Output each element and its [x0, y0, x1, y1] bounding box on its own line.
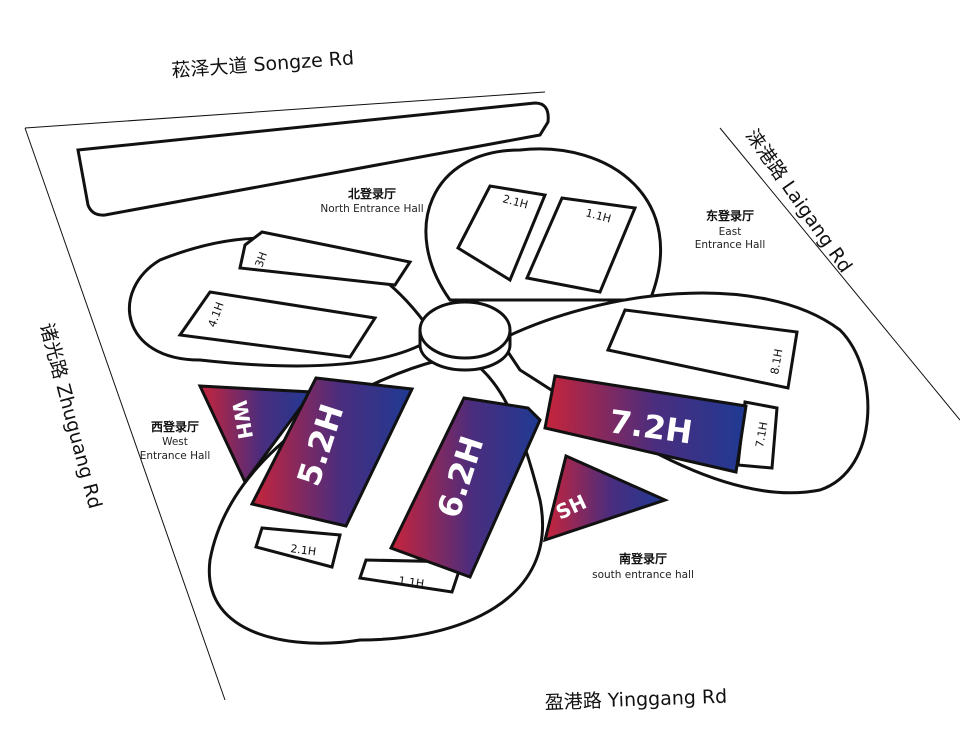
- road-north: 菘泽大道 Songze Rd: [171, 47, 355, 82]
- hall-6-2h: [388, 396, 542, 579]
- west-entrance-en1: West: [162, 436, 188, 448]
- road-west: 诸光路 Zhuguang Rd: [35, 321, 106, 511]
- hall-5-2h: [249, 376, 415, 528]
- east-entrance-zh: 东登录厅: [706, 208, 754, 223]
- south-entrance-zh: 南登录厅: [619, 551, 667, 566]
- hall-sh: [542, 453, 670, 543]
- hall-1-1h-top: [524, 196, 638, 294]
- road-south: 盈港路 Yinggang Rd: [544, 686, 727, 714]
- hall-7-2h: [543, 374, 748, 474]
- label-1-1h-top: 1.1H: [584, 206, 612, 225]
- north-entrance-en: North Entrance Hall: [320, 203, 423, 215]
- parking-strip: [76, 101, 550, 217]
- west-entrance-zh: 西登录厅: [151, 419, 199, 434]
- south-entrance-en: south entrance hall: [592, 569, 694, 581]
- hall-8-1h: [605, 308, 799, 390]
- label-7-1h: 7.1H: [753, 421, 770, 449]
- label-8-1h: 8.1H: [768, 348, 785, 376]
- hall-3h: [238, 230, 413, 287]
- label-2-1h-top: 2.1H: [501, 192, 529, 211]
- label-3h: 3H: [253, 250, 270, 269]
- hall-2-1h-bottom: [254, 526, 342, 569]
- road-east: 涞港路 Laigang Rd: [741, 125, 856, 277]
- north-entrance-zh: 北登录厅: [348, 186, 396, 201]
- east-entrance-en2: Entrance Hall: [695, 239, 766, 251]
- label-2-1h-bottom: 2.1H: [290, 542, 317, 558]
- west-entrance-en2: Entrance Hall: [140, 450, 211, 462]
- east-entrance-en1: East: [719, 226, 742, 238]
- hall-wh: [197, 384, 315, 485]
- hall-2-1h-top: [456, 184, 548, 283]
- hall-4-1h: [177, 290, 378, 359]
- label-1-1h-bottom: 1.1H: [398, 574, 425, 590]
- center-hub: [418, 300, 512, 372]
- site-boundary: [24, 91, 960, 701]
